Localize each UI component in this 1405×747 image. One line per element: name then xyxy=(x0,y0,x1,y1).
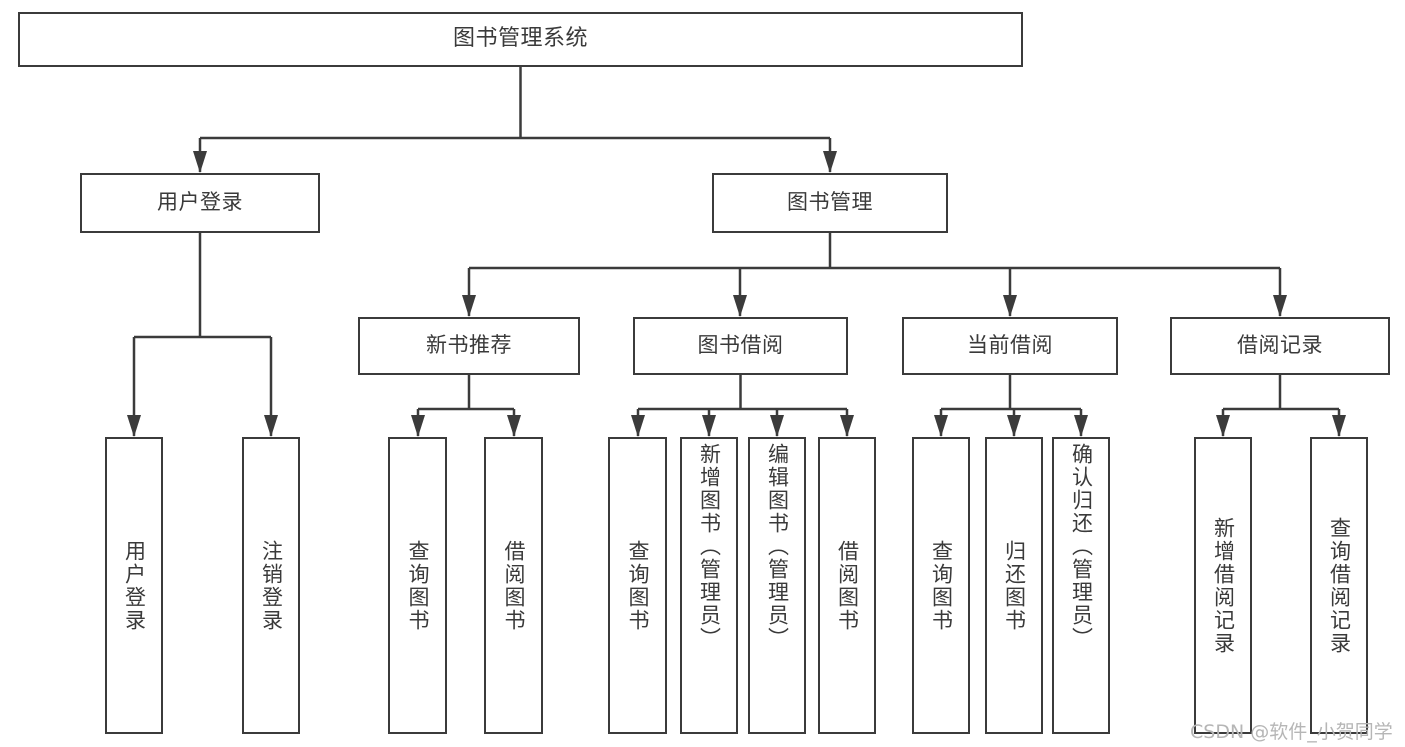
node-leaf-confirm-return[interactable]: 确认归还（管理员） xyxy=(1052,437,1110,734)
node-leaf-add-record[interactable]: 新增借阅记录 xyxy=(1194,437,1252,734)
node-leaf-borrow-book-2[interactable]: 借阅图书 xyxy=(818,437,876,734)
node-user-login[interactable]: 用户登录 xyxy=(80,173,320,233)
node-label: 新书推荐 xyxy=(426,333,512,358)
node-leaf-return-book[interactable]: 归还图书 xyxy=(985,437,1043,734)
arrowhead xyxy=(823,151,837,173)
arrowhead xyxy=(1074,415,1088,437)
arrowhead xyxy=(934,415,948,437)
node-current-borrow[interactable]: 当前借阅 xyxy=(902,317,1118,375)
node-borrow-record[interactable]: 借阅记录 xyxy=(1170,317,1390,375)
node-leaf-query-book-3[interactable]: 查询图书 xyxy=(912,437,970,734)
node-label: 借阅图书 xyxy=(502,539,526,632)
node-label: 查询图书 xyxy=(406,539,430,632)
node-label: 编辑图书（管理员） xyxy=(765,443,790,650)
node-label: 图书管理系统 xyxy=(452,26,588,52)
node-label: 新增借阅记录 xyxy=(1211,516,1236,655)
arrowhead xyxy=(462,295,476,317)
arrowhead xyxy=(1273,295,1287,317)
arrowhead xyxy=(1216,415,1230,437)
node-label: 图书借阅 xyxy=(697,333,784,358)
node-new-book-rec[interactable]: 新书推荐 xyxy=(358,317,580,375)
node-label: 查询借阅记录 xyxy=(1327,516,1352,655)
node-label: 查询图书 xyxy=(626,539,650,632)
node-label: 注销登录 xyxy=(259,539,284,632)
node-label: 图书管理 xyxy=(787,190,873,215)
node-leaf-edit-book[interactable]: 编辑图书（管理员） xyxy=(748,437,806,734)
node-label: 借阅记录 xyxy=(1237,333,1323,358)
arrowhead xyxy=(1003,295,1017,317)
node-label: 用户登录 xyxy=(157,190,243,215)
node-leaf-query-book-1[interactable]: 查询图书 xyxy=(388,437,447,734)
node-label: 查询图书 xyxy=(929,539,954,632)
arrowhead xyxy=(1332,415,1346,437)
connector-lines xyxy=(127,67,1346,437)
arrowhead xyxy=(733,295,747,317)
node-label: 用户登录 xyxy=(122,539,147,632)
arrowhead xyxy=(631,415,645,437)
node-leaf-query-record[interactable]: 查询借阅记录 xyxy=(1310,437,1368,734)
arrowhead xyxy=(127,415,141,437)
node-leaf-borrow-book-1[interactable]: 借阅图书 xyxy=(484,437,543,734)
node-label: 当前借阅 xyxy=(967,333,1053,358)
node-root[interactable]: 图书管理系统 xyxy=(18,12,1023,67)
arrowhead xyxy=(411,415,425,437)
watermark-text: CSDN @软件_小贺同学 xyxy=(1190,721,1393,743)
arrowhead xyxy=(770,415,784,437)
node-label: 新增图书（管理员） xyxy=(697,443,722,650)
node-leaf-logout[interactable]: 注销登录 xyxy=(242,437,300,734)
node-leaf-add-book[interactable]: 新增图书（管理员） xyxy=(680,437,738,734)
node-leaf-user-login[interactable]: 用户登录 xyxy=(105,437,163,734)
arrowhead xyxy=(264,415,278,437)
arrowhead xyxy=(507,415,521,437)
node-book-borrow[interactable]: 图书借阅 xyxy=(633,317,848,375)
arrowhead xyxy=(702,415,716,437)
node-leaf-query-book-2[interactable]: 查询图书 xyxy=(608,437,667,734)
arrowhead xyxy=(840,415,854,437)
node-book-manage[interactable]: 图书管理 xyxy=(712,173,948,233)
arrowhead xyxy=(1007,415,1021,437)
node-label: 确认归还（管理员） xyxy=(1069,443,1094,650)
arrowhead xyxy=(193,151,207,173)
node-label: 归还图书 xyxy=(1002,539,1027,632)
node-label: 借阅图书 xyxy=(835,539,860,632)
